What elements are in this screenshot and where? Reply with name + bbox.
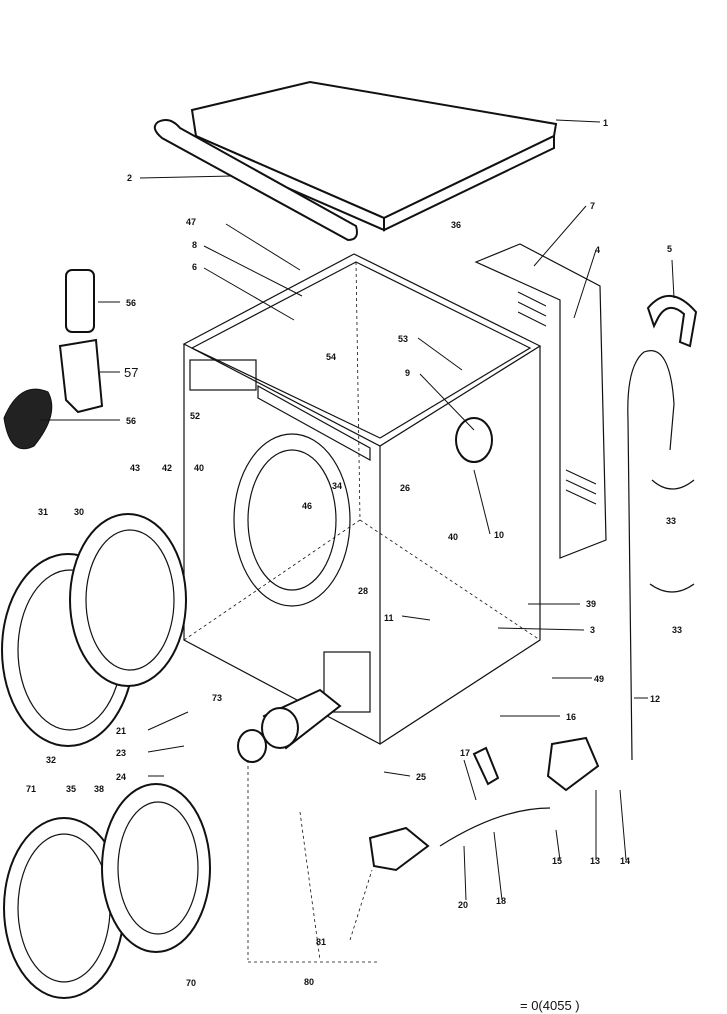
callout-21: 21 <box>116 726 126 736</box>
callout-81: 81 <box>316 937 326 947</box>
hose-clamp-lower <box>649 583 695 593</box>
callout-11: 11 <box>384 613 394 623</box>
callout-5: 5 <box>667 244 672 254</box>
callout-56-bottom: 56 <box>126 416 136 426</box>
footer-code: = 0(4055 ) <box>520 998 580 1013</box>
front-seal-strip <box>139 119 358 242</box>
front-door-glass-inner <box>117 801 199 935</box>
callout-4: 4 <box>595 245 600 255</box>
callout-15: 15 <box>552 856 562 866</box>
callout-13: 13 <box>590 856 600 866</box>
callout-18: 18 <box>496 896 506 906</box>
hose-clamp-upper <box>651 479 695 490</box>
pressure-chamber <box>455 417 493 463</box>
callout-labels: 1 2 7 4 5 36 47 8 6 56 57 56 53 54 52 9 … <box>26 118 682 1013</box>
callout-24: 24 <box>116 772 126 782</box>
callout-80: 80 <box>304 977 314 987</box>
callout-33-lower: 33 <box>672 625 682 635</box>
callout-7: 7 <box>590 201 595 211</box>
callout-70: 70 <box>186 978 196 988</box>
callout-9: 9 <box>405 368 410 378</box>
callout-35: 35 <box>66 784 76 794</box>
callout-16: 16 <box>566 712 576 722</box>
door-ring <box>69 513 187 687</box>
callout-1: 1 <box>603 118 608 128</box>
hinge-clip <box>646 294 698 348</box>
callout-28: 28 <box>358 586 368 596</box>
callout-3: 3 <box>590 625 595 635</box>
callout-14: 14 <box>620 856 630 866</box>
front-door-glass <box>101 783 211 953</box>
callout-71: 71 <box>26 784 36 794</box>
callout-10: 10 <box>494 530 504 540</box>
dispenser-parts <box>3 269 104 450</box>
callout-6: 6 <box>192 262 197 272</box>
callout-49: 49 <box>594 674 604 684</box>
callout-56-top: 56 <box>126 298 136 308</box>
callout-20: 20 <box>458 900 468 910</box>
top-lid <box>190 80 601 232</box>
callout-34: 34 <box>332 481 342 491</box>
callout-38: 38 <box>94 784 104 794</box>
callout-40-right: 40 <box>448 532 458 542</box>
callout-53: 53 <box>398 334 408 344</box>
callout-54: 54 <box>326 352 336 362</box>
callout-32: 32 <box>46 755 56 765</box>
callout-73: 73 <box>212 693 222 703</box>
callout-40-left: 40 <box>194 463 204 473</box>
callout-25: 25 <box>416 772 426 782</box>
callout-36: 36 <box>451 220 461 230</box>
callout-12: 12 <box>650 694 660 704</box>
callout-43: 43 <box>130 463 140 473</box>
callout-23: 23 <box>116 748 126 758</box>
cabinet-body <box>182 253 542 745</box>
leader-lines <box>40 205 675 963</box>
callout-52: 52 <box>190 411 200 421</box>
back-panel <box>474 243 607 559</box>
callout-30: 30 <box>74 507 84 517</box>
callout-46: 46 <box>302 501 312 511</box>
callout-8: 8 <box>192 240 197 250</box>
callout-26: 26 <box>400 483 410 493</box>
callout-39: 39 <box>586 599 596 609</box>
drain-components <box>237 688 600 872</box>
callout-2: 2 <box>127 173 132 183</box>
callout-47: 47 <box>186 217 196 227</box>
callout-42: 42 <box>162 463 172 473</box>
callout-17: 17 <box>460 748 470 758</box>
callout-31: 31 <box>38 507 48 517</box>
callout-57: 57 <box>124 365 138 380</box>
callout-33-upper: 33 <box>666 516 676 526</box>
inlet-hose <box>627 350 675 761</box>
door-ring-inner <box>85 529 175 671</box>
